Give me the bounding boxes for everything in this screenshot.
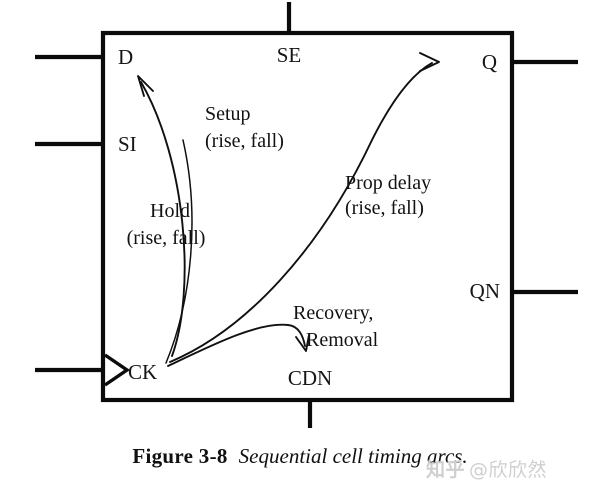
pin-label-q: Q xyxy=(482,50,497,74)
timing-arc-recovery-removal: Recovery, Removal xyxy=(167,302,379,367)
pin-label-d: D xyxy=(118,45,133,69)
arc-path-hold xyxy=(165,139,193,364)
arc-label-prop-delay-line2: (rise, fall) xyxy=(345,197,424,219)
timing-arc-prop-delay: Prop delay (rise, fall) xyxy=(169,52,440,363)
timing-arc-hold: Hold (rise, fall) xyxy=(127,139,206,364)
cell-body-rect xyxy=(100,30,515,403)
arc-path-setup xyxy=(140,81,186,357)
figure-caption: Figure 3-8 Sequential cell timing arcs. xyxy=(0,444,600,469)
arc-label-prop-delay-line1: Prop delay xyxy=(345,172,431,194)
arc-label-hold-line1: Hold xyxy=(150,200,190,222)
arc-label-setup-line2: (rise, fall) xyxy=(205,130,284,152)
pin-label-ck: CK xyxy=(128,360,157,384)
clock-triangle-icon xyxy=(104,353,131,387)
timing-arc-setup: Setup (rise, fall) xyxy=(137,75,284,357)
pin-label-si: SI xyxy=(118,132,137,156)
arc-path-recovery-removal xyxy=(167,323,306,367)
arc-path-prop-delay xyxy=(169,62,433,363)
arc-label-removal: Removal xyxy=(306,329,379,351)
arc-label-recovery: Recovery, xyxy=(293,302,373,324)
arrowhead-prop-delay xyxy=(419,52,440,72)
figure-number: Figure 3-8 xyxy=(132,444,228,468)
figure-caption-text: Sequential cell timing arcs. xyxy=(238,444,468,468)
arc-label-hold-line2: (rise, fall) xyxy=(127,227,206,249)
pin-label-se: SE xyxy=(277,43,302,67)
pin-label-cdn: CDN xyxy=(288,366,332,390)
arc-label-setup-line1: Setup xyxy=(205,103,251,125)
arrowhead-recovery-removal xyxy=(295,334,310,352)
arrowhead-setup xyxy=(137,75,154,97)
pin-label-qn: QN xyxy=(470,279,500,303)
